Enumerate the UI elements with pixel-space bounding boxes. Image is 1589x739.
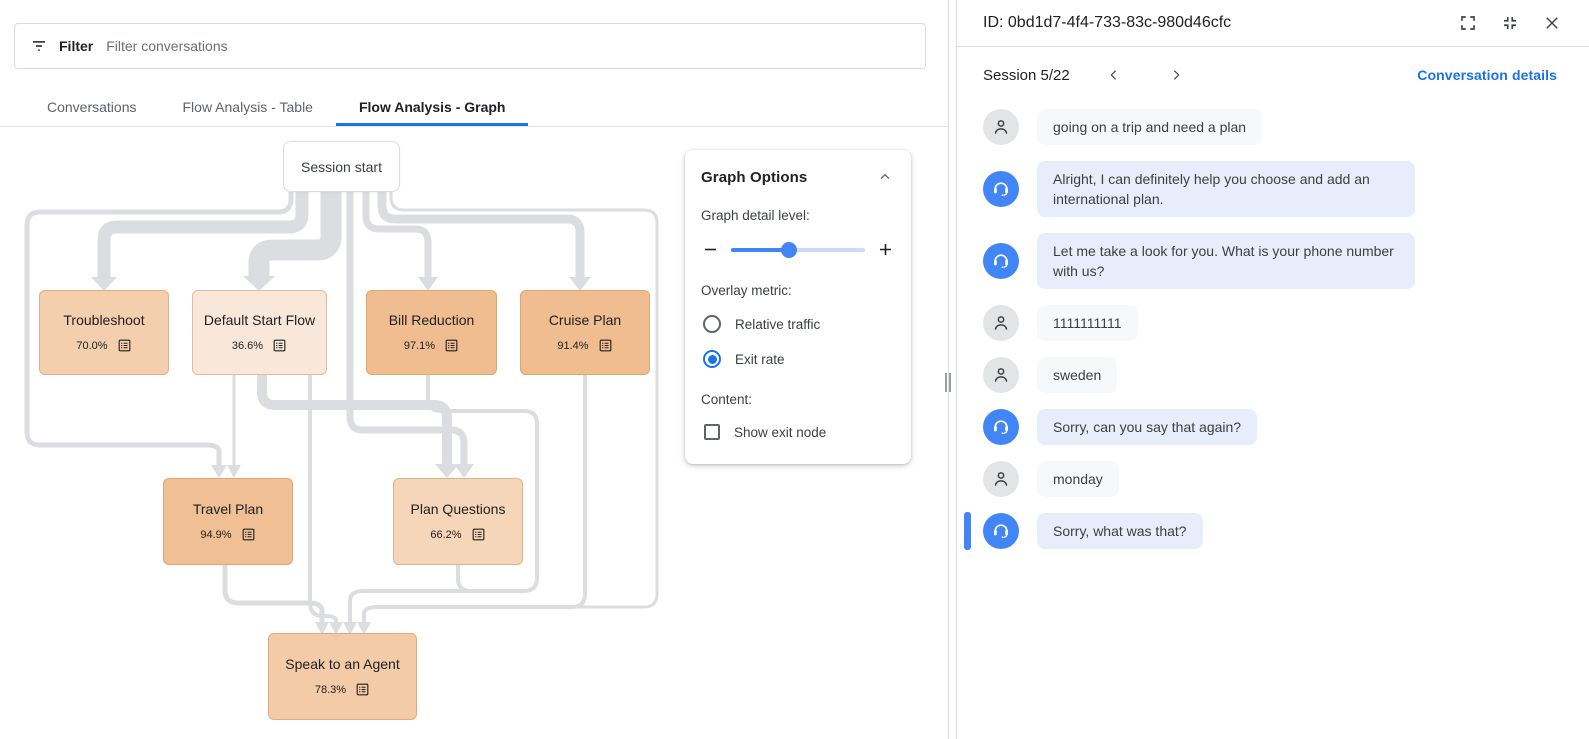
filter-label: Filter [59,38,94,54]
increase-detail-button[interactable] [876,240,895,259]
node-title: Troubleshoot [63,312,145,328]
graph-options-card: Graph Options Graph detail level: Over [685,150,911,464]
graph-detail-level-label: Graph detail level: [701,208,810,223]
slider-thumb[interactable] [780,241,797,258]
node-exit-rate: 94.9% [200,528,232,541]
selected-message-indicator [964,512,971,550]
panel-resize-handle[interactable] [944,0,953,739]
tab-flow-analysis-table[interactable]: Flow Analysis - Table [182,99,313,115]
filter-bar[interactable]: Filter [14,23,926,69]
radio-checked-icon[interactable] [703,350,721,368]
node-exit-rate: 91.4% [557,339,589,352]
checkbox-icon[interactable] [704,424,720,440]
close-icon[interactable] [1542,13,1562,33]
session-counter: Session 5/22 [983,66,1070,84]
flow-node-troubleshoot[interactable]: Troubleshoot 70.0% [39,290,169,375]
bot-avatar-headset-icon [983,513,1019,549]
node-title: Cruise Plan [548,312,622,328]
flow-node-travel-plan[interactable]: Travel Plan 94.9% [163,478,293,565]
next-session-chevron-right-icon[interactable] [1166,65,1186,85]
conversation-details-panel: ID: 0bd1d7-4f4-733-83c-980d46cfc Session… [956,0,1589,739]
user-avatar-person-icon [983,109,1019,145]
node-details-list-icon[interactable] [272,338,287,353]
chat-bubble[interactable]: Sorry, what was that? [1037,513,1203,549]
node-title: Default Start Flow [203,312,316,328]
node-details-list-icon[interactable] [598,338,613,353]
checkbox-show-exit-node[interactable]: Show exit node [701,424,895,440]
chat-message-row: Let me take a look for you. What is your… [983,233,1565,289]
chat-message-row: monday [983,461,1565,497]
flow-node-session-start[interactable]: Session start [283,141,400,192]
bot-avatar-headset-icon [983,409,1019,445]
chat-transcript: going on a trip and need a plan Alright,… [957,103,1589,550]
conversation-header: ID: 0bd1d7-4f4-733-83c-980d46cfc [957,0,1589,47]
conversation-id-title: ID: 0bd1d7-4f4-733-83c-980d46cfc [983,14,1232,31]
checkbox-label: Show exit node [734,424,827,440]
conversation-details-link[interactable]: Conversation details [1417,67,1557,83]
panel-divider [948,0,949,739]
session-navigation: Session 5/22 Conversation details [957,47,1589,103]
node-exit-rate: 66.2% [430,528,462,541]
node-title: Bill Reduction [388,312,475,328]
node-details-list-icon[interactable] [355,682,370,697]
user-avatar-person-icon [983,357,1019,393]
node-exit-rate: 36.6% [231,339,264,352]
chat-message-row-selected: Sorry, what was that? [964,512,1565,550]
radio-relative-traffic[interactable]: Relative traffic [701,315,895,333]
node-title: Plan Questions [410,501,506,517]
radio-label: Exit rate [735,351,785,367]
graph-detail-slider[interactable] [731,241,865,258]
content-label: Content: [701,392,753,407]
chevron-up-icon[interactable] [875,167,895,187]
node-title: Travel Plan [192,501,264,517]
chat-bubble[interactable]: Let me take a look for you. What is your… [1037,233,1415,289]
bot-avatar-headset-icon [983,243,1019,279]
filter-conversations-input[interactable] [104,37,910,55]
decrease-detail-button[interactable] [701,240,720,259]
chat-message-row: 1111111111 [983,305,1565,341]
tab-conversations[interactable]: Conversations [47,99,137,115]
node-exit-rate: 97.1% [403,339,436,352]
chat-message-row: sweden [983,357,1565,393]
chat-message-row: Alright, I can definitely help you choos… [983,161,1565,217]
node-details-list-icon[interactable] [117,338,132,353]
node-exit-rate: 78.3% [314,683,347,696]
chat-bubble[interactable]: Sorry, can you say that again? [1037,409,1258,445]
slider-fill [731,247,789,252]
user-avatar-person-icon [983,305,1019,341]
flow-node-default-start-flow[interactable]: Default Start Flow 36.6% [192,290,327,375]
radio-exit-rate[interactable]: Exit rate [701,350,895,368]
graph-detail-slider-row [701,240,895,259]
node-details-list-icon[interactable] [471,527,486,542]
flow-node-cruise-plan[interactable]: Cruise Plan 91.4% [520,290,650,375]
chat-bubble[interactable]: Alright, I can definitely help you choos… [1037,161,1415,217]
chat-message-row: going on a trip and need a plan [983,109,1565,145]
overlay-metric-label: Overlay metric: [701,283,792,298]
chat-bubble[interactable]: going on a trip and need a plan [1037,109,1263,145]
bot-avatar-headset-icon [983,171,1019,207]
flow-analysis-panel: Filter Conversations Flow Analysis - Tab… [0,23,948,720]
filter-list-icon [30,37,48,55]
node-title: Speak to an Agent [285,656,400,672]
tab-flow-analysis-graph[interactable]: Flow Analysis - Graph [335,88,529,126]
node-details-list-icon[interactable] [241,527,256,542]
previous-session-chevron-left-icon[interactable] [1104,65,1124,85]
chat-bubble[interactable]: 1111111111 [1037,305,1138,341]
tab-bar: Conversations Flow Analysis - Table Flow… [0,88,948,127]
flow-node-plan-questions[interactable]: Plan Questions 66.2% [393,478,523,565]
graph-options-title: Graph Options [701,168,808,186]
fullscreen-exit-icon[interactable] [1500,13,1520,33]
chat-bubble[interactable]: sweden [1037,357,1118,393]
chat-message-row: Sorry, can you say that again? [983,409,1565,445]
flow-node-speak-to-an-agent[interactable]: Speak to an Agent 78.3% [268,633,417,720]
radio-icon[interactable] [703,315,721,333]
node-exit-rate: 70.0% [76,339,108,352]
user-avatar-person-icon [983,461,1019,497]
radio-label: Relative traffic [735,316,821,332]
chat-bubble[interactable]: monday [1037,461,1119,497]
fullscreen-icon[interactable] [1458,13,1478,33]
node-details-list-icon[interactable] [444,338,459,353]
flow-node-bill-reduction[interactable]: Bill Reduction 97.1% [366,290,497,375]
resize-grip-icon[interactable] [944,373,952,392]
